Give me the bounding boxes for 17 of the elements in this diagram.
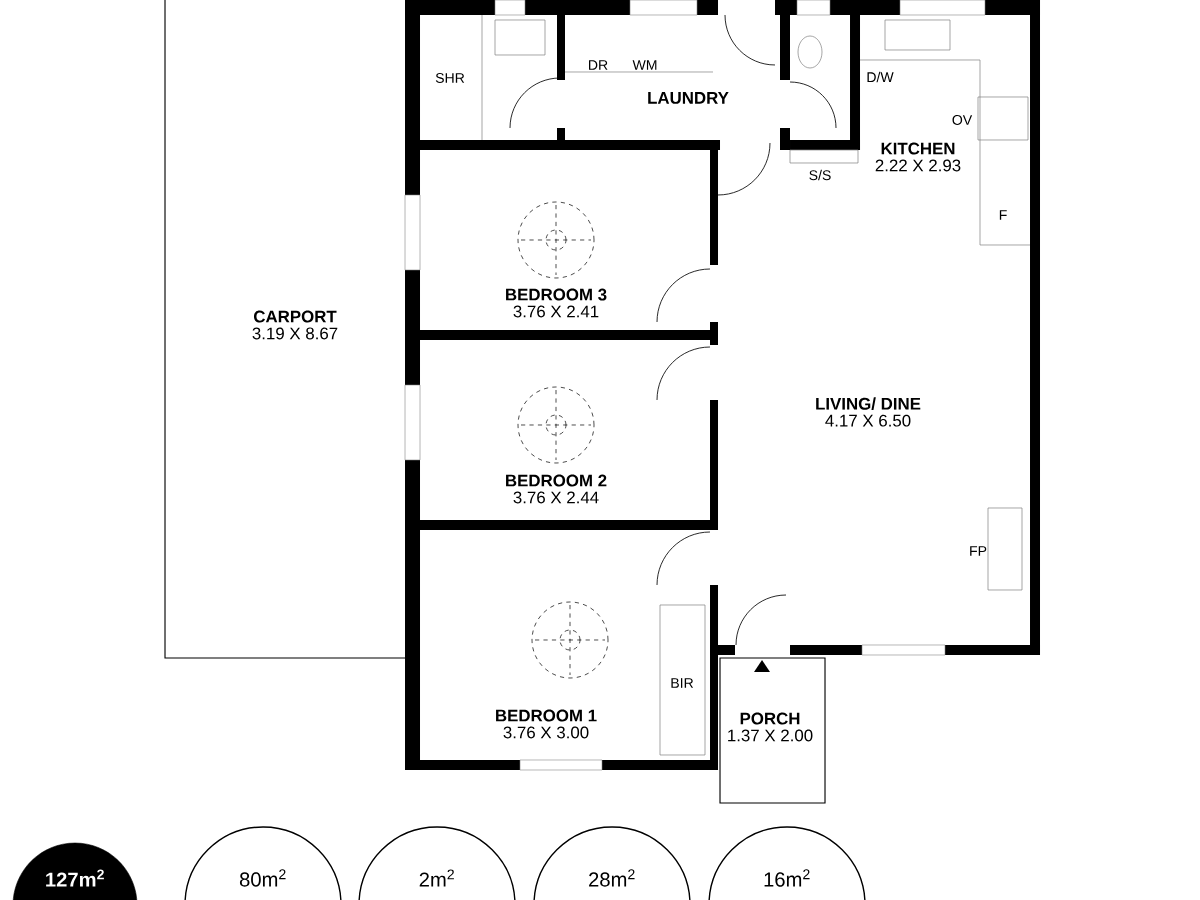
- fixture-label: S/S: [809, 169, 831, 181]
- room-label: BEDROOM 3 3.76 X 2.41: [506, 288, 607, 318]
- fixture-label: BIR: [671, 678, 694, 688]
- fixture-label: DR: [589, 60, 608, 70]
- fixture-label: SHR: [435, 73, 465, 83]
- room-label: LIVING/ DINE 4.17 X 6.50: [816, 397, 921, 427]
- room-label: LAUNDRY: [648, 92, 729, 104]
- room-label: BEDROOM 2 3.76 X 2.44: [506, 474, 607, 504]
- room-label: PORCH 1.37 X 2.00: [728, 712, 813, 742]
- fixture-label: D/W: [867, 71, 894, 83]
- room-label: CARPORT 3.19 X 8.67: [252, 310, 338, 340]
- fixture-label: OV: [952, 115, 973, 125]
- room-label: BEDROOM 1 3.76 X 3.00: [496, 709, 597, 739]
- room-label: KITCHEN 2.22 X 2.93: [875, 142, 961, 172]
- fixture-label: WM: [632, 60, 657, 70]
- fixture-label: F: [999, 210, 1007, 220]
- fixture-label: FP: [970, 546, 987, 556]
